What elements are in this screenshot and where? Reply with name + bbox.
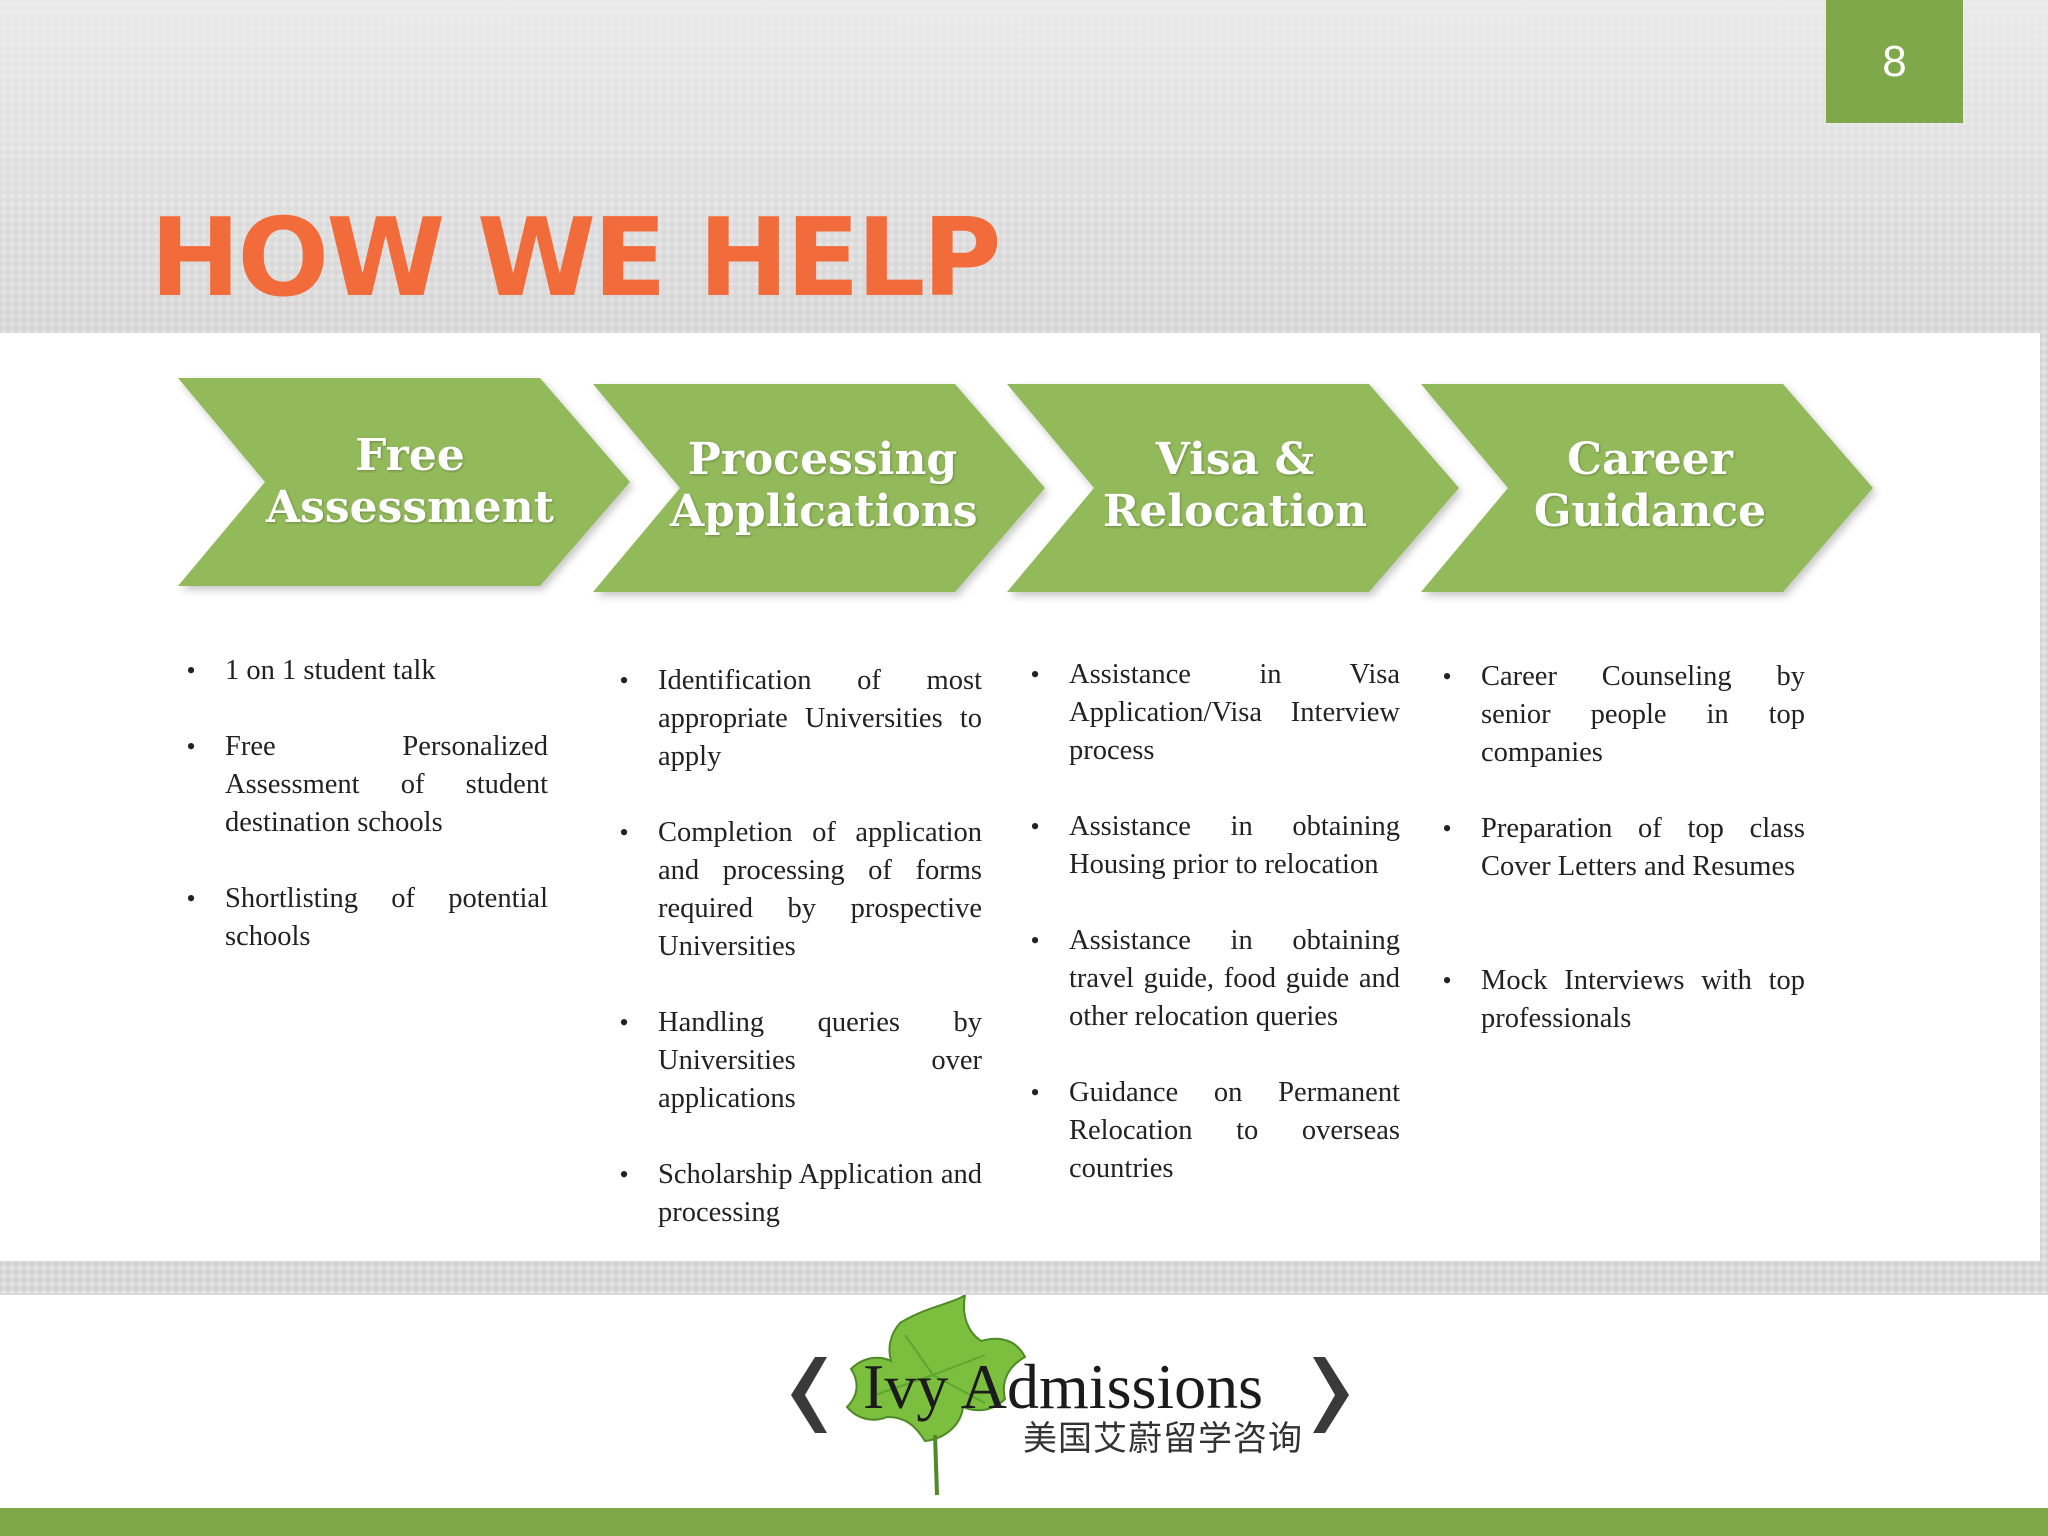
step-1-details: •1 on 1 student talk •Free Personalized … xyxy=(181,652,548,956)
list-item: •Identification of most appropriate Univ… xyxy=(619,665,982,772)
list-item: •Assistance in obtaining travel guide, f… xyxy=(1030,925,1400,1032)
chevron-left-icon[interactable] xyxy=(791,1357,827,1433)
page-number-badge: 8 xyxy=(1826,0,1963,123)
bullet-list: •Assistance in Visa Application/Visa Int… xyxy=(1025,656,1400,1188)
bottom-accent-bar xyxy=(0,1508,2048,1536)
bullet-list: •Career Counseling by senior people in t… xyxy=(1437,658,1805,1038)
list-item: •Preparation of top class Cover Letters … xyxy=(1442,813,1805,882)
step-2-title: Processing Applications xyxy=(670,434,978,537)
logo-name: Ivy Admissions xyxy=(863,1351,1264,1422)
page-number: 8 xyxy=(1882,36,1907,86)
bullet-list: •1 on 1 student talk •Free Personalized … xyxy=(181,652,548,956)
list-item: •Shortlisting of potential schools xyxy=(186,883,548,952)
list-item: •Career Counseling by senior people in t… xyxy=(1442,661,1805,768)
chevron-step-4 xyxy=(1421,384,1873,592)
header-area xyxy=(0,0,2048,333)
step-3-details: •Assistance in Visa Application/Visa Int… xyxy=(1025,656,1400,1188)
logo: Ivy Admissions 美国艾蔚留学咨询 xyxy=(755,1295,1385,1508)
footer xyxy=(0,1295,2048,1508)
list-item: •1 on 1 student talk xyxy=(186,655,436,686)
list-item: •Assistance in obtaining Housing prior t… xyxy=(1030,811,1400,880)
step-4-title: Career Guidance xyxy=(1533,434,1767,537)
list-item: •Completion of application and processin… xyxy=(619,817,982,962)
list-item: •Scholarship Application and processing xyxy=(619,1159,982,1228)
list-item: •Assistance in Visa Application/Visa Int… xyxy=(1030,659,1400,766)
chevron-step-3 xyxy=(1007,384,1459,592)
chevron-right-icon[interactable] xyxy=(1313,1357,1349,1433)
step-2-details: •Identification of most appropriate Univ… xyxy=(614,662,982,1232)
logo-chinese-name: 美国艾蔚留学咨询 xyxy=(1023,1419,1303,1459)
list-item: •Mock Interviews with top professionals xyxy=(1442,965,1805,1034)
page-title: HOW WE HELP xyxy=(150,196,1002,321)
step-1-title: Free Assessment xyxy=(265,430,555,533)
bullet-list: •Identification of most appropriate Univ… xyxy=(614,662,982,1232)
step-4-details: •Career Counseling by senior people in t… xyxy=(1437,658,1805,1038)
list-item: •Free Personalized Assessment of student… xyxy=(186,731,548,838)
chevron-step-1 xyxy=(178,378,630,586)
list-item: •Handling queries by Universities over a… xyxy=(619,1007,982,1114)
chevron-step-2 xyxy=(593,384,1045,592)
ivy-leaf-icon xyxy=(845,1295,1027,1496)
list-item: •Guidance on Permanent Relocation to ove… xyxy=(1030,1077,1400,1184)
step-3-title: Visa & Relocation xyxy=(1102,434,1368,537)
